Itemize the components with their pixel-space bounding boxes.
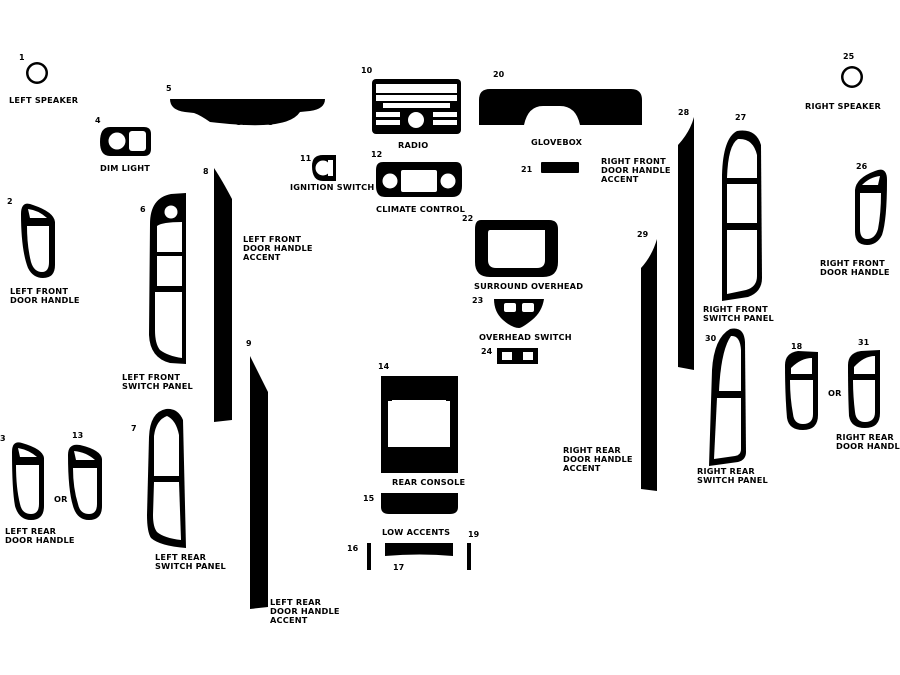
part-number-23: 23 — [472, 296, 483, 305]
rear-console-shape — [381, 376, 458, 473]
part-number-2: 2 — [7, 197, 13, 206]
label-left-speaker: LEFT SPEAKER — [9, 95, 79, 105]
part-number-11: 11 — [300, 154, 312, 163]
left-front-door-handle-shape — [21, 203, 55, 278]
part-13-shape — [68, 444, 102, 520]
label-rear-console: REAR CONSOLE — [392, 477, 465, 487]
part-number-16: 16 — [347, 544, 359, 553]
part-number-7: 7 — [131, 424, 137, 433]
part-number-19: 19 — [468, 530, 480, 539]
label-right-speaker: RIGHT SPEAKER — [805, 101, 882, 111]
part-number-3: 3 — [0, 434, 6, 443]
right-front-door-handle-shape — [855, 169, 887, 245]
part-number-18: 18 — [791, 342, 803, 351]
part-number-6: 6 — [140, 205, 146, 214]
part-number-13: 13 — [72, 431, 83, 440]
part-number-5: 5 — [166, 84, 172, 93]
radio-shape — [372, 79, 461, 134]
label-left-rear-door-handle-accent: LEFT REAR DOOR HANDLE ACCENT — [270, 597, 343, 625]
label-left-rear-switch-panel: LEFT REAR SWITCH PANEL — [155, 552, 226, 571]
part-number-8: 8 — [203, 167, 209, 176]
part-number-4: 4 — [95, 116, 101, 125]
dim-light-shape — [100, 127, 151, 156]
label-surround-overhead: SURROUND OVERHEAD — [474, 281, 583, 291]
label-right-rear-switch-panel: RIGHT REAR SWITCH PANEL — [697, 466, 768, 485]
overhead-switch-shape — [494, 299, 544, 328]
ignition-switch-shape — [312, 155, 336, 181]
label-right-rear-door-handle-accent: RIGHT REAR DOOR HANDLE ACCENT — [563, 445, 636, 473]
surround-overhead-shape — [475, 220, 558, 277]
right-front-switch-panel-shape — [722, 130, 762, 301]
part-labels: LEFT SPEAKER LEFT FRONT DOOR HANDLE LEFT… — [5, 95, 900, 625]
left-rear-door-handle-accent-shape — [250, 356, 268, 609]
part-number-12: 12 — [371, 150, 382, 159]
label-left-front-door-handle: LEFT FRONT DOOR HANDLE — [10, 286, 80, 305]
left-rear-switch-panel-shape — [147, 408, 186, 548]
right-rear-door-handle-shape — [848, 350, 880, 428]
label-speedo: SPEEDO — [236, 117, 274, 127]
left-front-switch-panel-shape — [149, 193, 186, 364]
part-number-10: 10 — [361, 66, 373, 75]
or-label-left: OR — [54, 494, 68, 504]
left-front-door-handle-accent-shape — [214, 168, 232, 422]
label-left-rear-door-handle: LEFT REAR DOOR HANDLE — [5, 526, 75, 545]
speedo-shape — [170, 99, 325, 126]
right-front-door-handle-accent-shape — [541, 162, 579, 173]
part-number-30: 30 — [705, 334, 717, 343]
part-number-21: 21 — [521, 165, 533, 174]
label-climate-control: CLIMATE CONTROL — [376, 204, 465, 214]
part-number-22: 22 — [462, 214, 473, 223]
climate-control-shape — [376, 162, 462, 197]
part-24-shape — [497, 348, 538, 364]
part-16-shape — [367, 543, 371, 570]
left-speaker-shape — [26, 62, 48, 84]
label-dim-light: DIM LIGHT — [100, 163, 150, 173]
part-shapes — [12, 62, 887, 609]
or-label-right: OR — [828, 388, 842, 398]
label-ignition-switch: IGNITION SWITCH — [290, 182, 374, 192]
part-numbers: 1 2 3 4 5 6 7 8 9 10 11 12 13 14 15 16 1… — [0, 52, 870, 572]
label-low-accents: LOW ACCENTS — [382, 527, 450, 537]
label-right-front-door-handle: RIGHT FRONT DOOR HANDLE — [820, 258, 890, 277]
part-28-shape — [678, 117, 694, 370]
part-number-20: 20 — [493, 70, 505, 79]
label-right-front-door-handle-accent: RIGHT FRONT DOOR HANDLE ACCENT — [601, 156, 674, 184]
right-rear-switch-panel-shape — [709, 328, 746, 466]
part-number-27: 27 — [735, 113, 746, 122]
part-number-24: 24 — [481, 347, 493, 356]
glovebox-shape — [479, 89, 642, 125]
part-number-14: 14 — [378, 362, 390, 371]
part-number-25: 25 — [843, 52, 855, 61]
label-right-rear-door-handle: RIGHT REAR DOOR HANDLE — [836, 432, 900, 451]
label-overhead-switch: OVERHEAD SWITCH — [479, 332, 572, 342]
low-accents-shape — [381, 493, 458, 514]
label-radio: RADIO — [398, 140, 428, 150]
part-number-28: 28 — [678, 108, 690, 117]
part-number-15: 15 — [363, 494, 375, 503]
label-right-front-switch-panel: RIGHT FRONT SWITCH PANEL — [703, 304, 774, 323]
part-number-9: 9 — [246, 339, 252, 348]
label-glovebox: GLOVEBOX — [531, 137, 583, 147]
part-number-29: 29 — [637, 230, 649, 239]
right-rear-door-handle-accent-shape — [641, 239, 657, 491]
left-rear-door-handle-shape — [12, 442, 44, 520]
part-19-shape — [467, 543, 471, 570]
right-speaker-shape — [841, 66, 863, 88]
part-number-1: 1 — [19, 53, 25, 62]
part-18-shape — [785, 351, 818, 430]
part-17-shape — [385, 543, 453, 556]
label-left-front-switch-panel: LEFT FRONT SWITCH PANEL — [122, 372, 193, 391]
label-left-front-door-handle-accent: LEFT FRONT DOOR HANDLE ACCENT — [243, 234, 316, 262]
part-number-17: 17 — [393, 563, 404, 572]
part-number-26: 26 — [856, 162, 868, 171]
part-number-31: 31 — [858, 338, 870, 347]
